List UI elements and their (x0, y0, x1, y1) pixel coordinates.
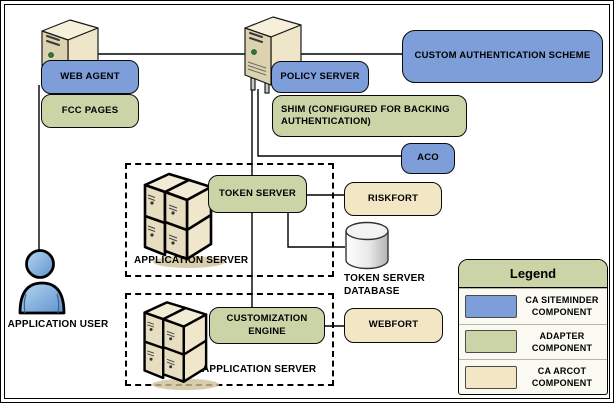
custom-authentication-scheme-box: CUSTOM AUTHENTICATION SCHEME (402, 30, 603, 83)
policy-server-box: POLICY SERVER (271, 61, 369, 93)
riskfort-box: RISKFORT (344, 182, 442, 216)
server-stack-icon (143, 172, 225, 268)
application-server-2-label: APPLICATION SERVER (202, 364, 317, 375)
riskfort-label: RISKFORT (367, 192, 419, 204)
person-icon (18, 249, 66, 315)
customization-engine-box: CUSTOMIZATION ENGINE (209, 307, 325, 344)
token-server-database-label: TOKEN SERVER DATABASE (344, 273, 425, 297)
application-user-label: APPLICATION USER (7, 319, 109, 330)
legend-row-siteminder: CA SITEMINDER COMPONENT (459, 288, 607, 324)
web-agent-label: WEB AGENT (60, 70, 120, 82)
token-server-label: TOKEN SERVER (218, 187, 296, 199)
customization-engine-label: CUSTOMIZATION ENGINE (226, 313, 308, 337)
legend-item-label: CA SITEMINDER COMPONENT (525, 295, 599, 318)
legend-item-label: ADAPTER COMPONENT (531, 330, 593, 353)
aco-label: ACO (417, 152, 439, 164)
siteminder-color-swatch (465, 294, 517, 318)
webfort-label: WEBFORT (368, 319, 419, 331)
server-stack-icon (143, 301, 220, 391)
legend-title: Legend (459, 260, 607, 288)
application-server-1-container (125, 163, 334, 277)
policy-server-label: POLICY SERVER (280, 70, 360, 82)
custom-authentication-scheme-label: CUSTOM AUTHENTICATION SCHEME (414, 50, 591, 62)
legend-row-adapter: ADAPTER COMPONENT (459, 323, 607, 360)
fcc-pages-label: FCC PAGES (61, 104, 119, 116)
database-cylinder-icon (345, 221, 389, 270)
fcc-pages-box: FCC PAGES (41, 94, 139, 128)
web-agent-box: WEB AGENT (41, 60, 139, 94)
application-server-1-label: APPLICATION SERVER (134, 255, 249, 266)
webfort-box: WEBFORT (344, 308, 443, 343)
adapter-color-swatch (465, 330, 517, 354)
shim-label: SHIM (CONFIGURED FOR BACKING AUTHENTICAT… (281, 103, 450, 127)
aco-box: ACO (401, 143, 455, 174)
application-server-2-container (125, 293, 334, 386)
legend-item-label: CA ARCOT COMPONENT (531, 366, 593, 389)
legend-row-arcot: CA ARCOT COMPONENT (459, 359, 607, 394)
legend-panel: Legend CA SITEMINDER COMPONENT ADAPTER C… (458, 259, 608, 395)
arcot-color-swatch (465, 365, 517, 389)
token-server-box: TOKEN SERVER (208, 175, 307, 213)
shim-box: SHIM (CONFIGURED FOR BACKING AUTHENTICAT… (272, 95, 467, 137)
